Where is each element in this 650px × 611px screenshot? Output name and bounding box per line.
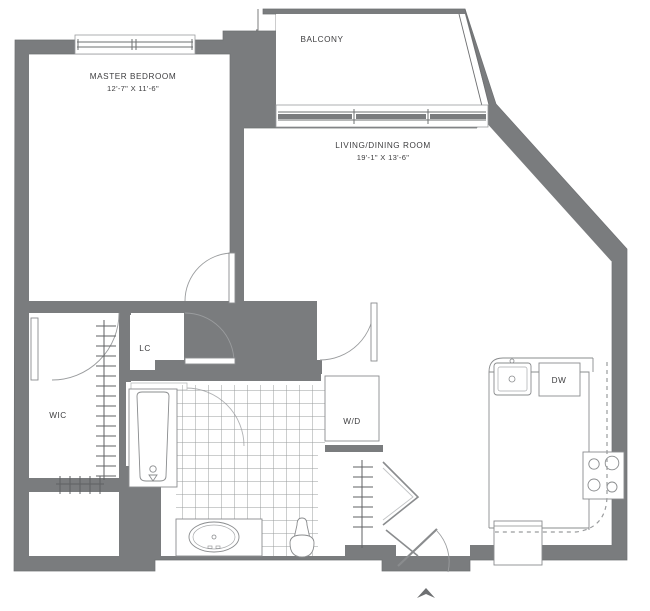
wall-nib-bath-left xyxy=(119,370,131,382)
wall-nib-lc-left xyxy=(119,301,131,315)
bedroom-sliding-window xyxy=(74,34,196,55)
label-dishwasher: DW xyxy=(552,376,567,385)
master-bedroom-door-arc xyxy=(184,252,234,302)
entry-closet-shelving-hatch xyxy=(353,460,373,548)
washer-dryer-door-leaf xyxy=(370,302,378,362)
balcony-rail xyxy=(256,8,490,111)
refrigerator xyxy=(493,520,543,566)
dishwasher-box xyxy=(538,362,581,397)
entry-door-arc xyxy=(436,530,450,573)
closet-shelving-hatch xyxy=(56,320,116,494)
master-bedroom-door-leaf xyxy=(228,252,236,304)
linen-closet-door-leaf xyxy=(184,357,236,365)
room-void-master-bedroom xyxy=(29,54,230,301)
entry-closet-bifold-upper xyxy=(382,461,420,526)
label-wic: WIC xyxy=(49,411,66,420)
wall-wic-lower xyxy=(29,478,121,492)
cooktop-range xyxy=(582,451,625,500)
linen-closet-door-arc xyxy=(184,312,235,363)
label-balcony-name: BALCONY xyxy=(301,35,344,44)
bathtub xyxy=(128,388,178,488)
label-master-bedroom-name: MASTER BEDROOM xyxy=(90,72,176,81)
wall-nib-wd-left xyxy=(308,360,322,374)
kitchen-sink xyxy=(493,358,532,396)
walls-group xyxy=(13,8,628,572)
entry-closet-bifold-lower xyxy=(382,467,414,521)
walk-in-closet-door-arc xyxy=(51,312,120,381)
toilet xyxy=(289,517,315,558)
wall-nib-lc-right xyxy=(155,360,185,372)
washer-dryer-box xyxy=(324,375,380,442)
room-labels-group: MASTER BEDROOM 12'-7" X 11'-6" BALCONY L… xyxy=(49,35,566,426)
label-washer-dryer: W/D xyxy=(343,417,360,426)
room-void-balcony xyxy=(263,14,489,105)
upper-cabinets-dashed xyxy=(495,362,608,533)
label-linen-closet: LC xyxy=(139,344,150,353)
balcony-sliding-glass-door xyxy=(275,104,489,128)
vanity-sink xyxy=(175,518,263,557)
north-arrow xyxy=(417,588,435,598)
label-living-dining-dimensions: 19'-1" X 13'-6" xyxy=(357,153,409,162)
walk-in-closet-door-leaf xyxy=(30,317,39,381)
label-living-dining-name: LIVING/DINING ROOM xyxy=(335,141,430,150)
room-void-entry-closet xyxy=(345,452,383,545)
entry-door-leaf xyxy=(397,528,438,567)
room-void-living-dining xyxy=(244,120,612,556)
label-master-bedroom-dimensions: 12'-7" X 11'-6" xyxy=(107,84,159,93)
